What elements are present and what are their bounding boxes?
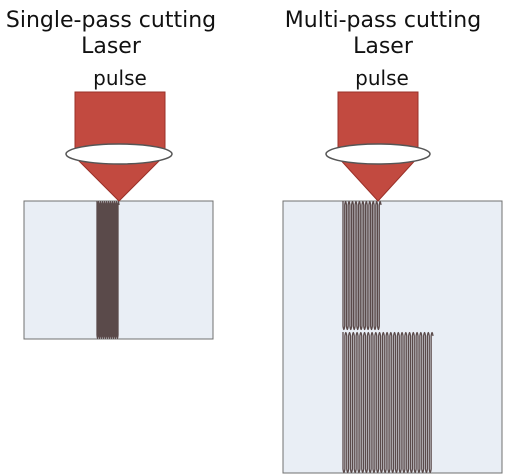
- multi-pass-panel: [282, 91, 503, 474]
- multi-pass-cut-track-upper: [342, 200, 382, 331]
- multi-pass-lens: [325, 143, 431, 165]
- single-pass-pulse-label: pulse: [93, 66, 147, 90]
- multi-pass-title: Multi-pass cutting: [284, 8, 482, 33]
- single-pass-laser-body: [74, 91, 166, 151]
- multi-pass-laser-label: Laser: [353, 34, 413, 59]
- multi-pass-pulse-label: pulse: [355, 66, 409, 90]
- single-pass-laser-label: Laser: [81, 34, 141, 59]
- multi-pass-laser-body: [337, 91, 419, 151]
- single-pass-title: Single-pass cutting: [5, 8, 217, 33]
- single-pass-lens: [65, 143, 173, 165]
- single-pass-cut-track: [96, 200, 120, 340]
- single-pass-panel: [23, 91, 214, 340]
- multi-pass-workpiece: [282, 200, 503, 474]
- multi-pass-cut-track-lower: [342, 331, 434, 474]
